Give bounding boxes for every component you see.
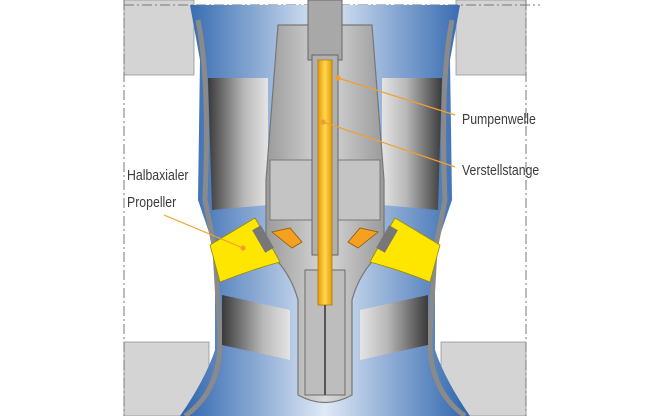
label-propeller-line2: Propeller [127,194,177,211]
label-propeller-line1: Halbaxialer [127,167,189,184]
blade-lever-right [347,227,379,249]
lower-vane-right [360,295,428,360]
adjusting-rod [317,59,333,306]
label-adjusting-rod: Verstellstange [462,162,540,179]
leader-lines [163,75,456,251]
upper-vane-right [382,78,442,210]
label-pump-shaft: Pumpenwelle [462,111,536,128]
upper-vane-left [208,78,268,210]
blade-bearing-right [376,225,398,253]
lower-vane-left [222,295,290,360]
blade-bearing-left [252,225,274,253]
pump-shaft [307,0,343,61]
blade-lever-left [271,227,303,249]
